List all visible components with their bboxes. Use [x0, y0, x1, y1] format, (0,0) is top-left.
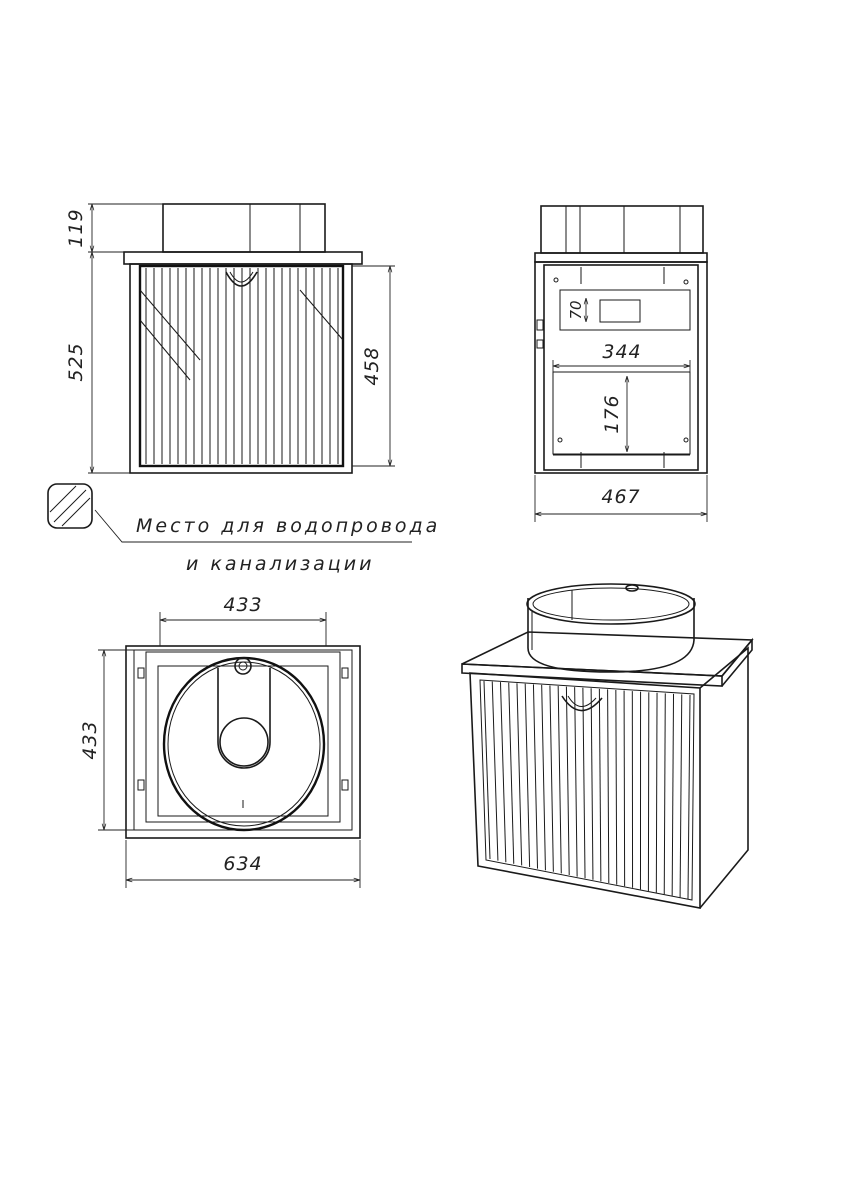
dim-side-176: 176	[601, 394, 623, 433]
side-dimensions: 70 344 176 467	[534, 298, 708, 522]
iso-sink-bowl	[527, 598, 695, 673]
dim-side-width: 467	[601, 486, 640, 508]
front-view	[123, 203, 363, 474]
dim-top-depth: 433	[79, 720, 101, 759]
iso-sink-rim	[526, 583, 696, 625]
top-dimensions: 433 433 634	[79, 594, 361, 888]
drain-hole	[219, 717, 269, 767]
side-view	[534, 205, 708, 474]
tap-hole	[234, 657, 252, 675]
legend-line-2: и канализации	[186, 553, 374, 575]
dim-top-width: 634	[223, 853, 262, 875]
front-door-slats	[145, 268, 339, 464]
dim-front-sink-height: 119	[65, 208, 87, 247]
legend-line-1: Место для водопровода	[136, 515, 440, 537]
dim-front-inner-height: 458	[361, 346, 383, 385]
isometric-view	[461, 583, 754, 909]
front-dimensions: 119 525 458	[65, 203, 395, 474]
dim-front-total-height: 525	[65, 342, 87, 381]
top-view	[125, 645, 361, 839]
dim-side-small: 70	[567, 300, 585, 319]
dim-side-344: 344	[602, 341, 641, 363]
iso-door-slats	[483, 680, 691, 900]
sink-bowl-top	[162, 656, 326, 832]
legend: Место для водопровода и канализации	[47, 483, 440, 575]
hatched-symbol	[47, 483, 93, 529]
front-handle	[225, 271, 258, 287]
dim-top-inner: 433	[223, 594, 262, 616]
